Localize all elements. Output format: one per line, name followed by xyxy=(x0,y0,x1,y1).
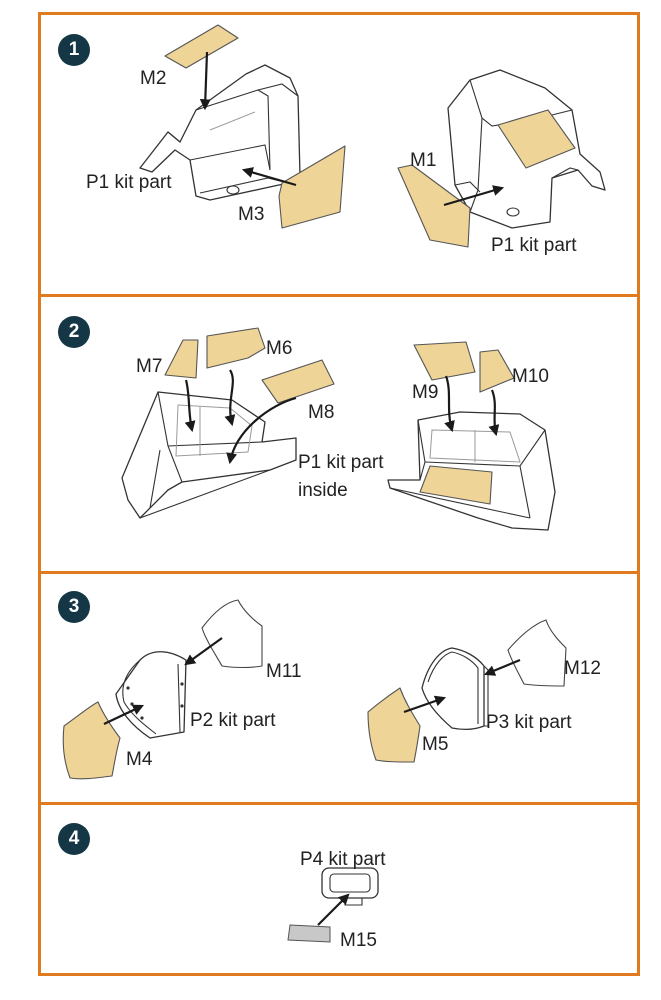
m9-photoetch-sheet xyxy=(413,341,476,381)
label-m10: M10 xyxy=(512,366,549,387)
m10-photoetch-sheet xyxy=(479,349,515,393)
label-p3-kit-part: P3 kit part xyxy=(486,712,572,733)
label-p1-kit-part-inside-line2: inside xyxy=(298,480,348,501)
label-m7: M7 xyxy=(136,356,163,377)
label-m15: M15 xyxy=(340,930,377,951)
p3-kit-part-drawing xyxy=(421,647,489,730)
label-p2-kit-part: P2 kit part xyxy=(190,710,276,731)
label-m9: M9 xyxy=(412,382,439,403)
m11-photoetch-sheet xyxy=(201,599,263,669)
step-4-badge: 4 xyxy=(58,823,90,855)
label-m4: M4 xyxy=(126,749,153,770)
label-m2: M2 xyxy=(140,68,167,89)
m3-photoetch-sheet xyxy=(278,145,346,229)
m12-photoetch-sheet xyxy=(507,619,567,687)
label-m8: M8 xyxy=(308,402,335,423)
m7-photoetch-sheet xyxy=(164,339,199,379)
p4-kit-part-drawing xyxy=(321,867,379,906)
step-2-badge: 2 xyxy=(58,316,90,348)
m1-area-marker xyxy=(497,109,576,169)
label-p1-kit-part-left: P1 kit part xyxy=(86,172,172,193)
m5-photoetch-sheet xyxy=(367,687,421,763)
m4-photoetch-sheet xyxy=(62,701,121,780)
label-p1-kit-part-inside-line1: P1 kit part xyxy=(298,452,384,473)
label-m12: M12 xyxy=(564,658,601,679)
label-p4-kit-part: P4 kit part xyxy=(300,849,386,870)
label-p1-kit-part-right: P1 kit part xyxy=(491,235,577,256)
m6-photoetch-sheet xyxy=(206,327,266,369)
step2-bottom-area-marker xyxy=(419,465,493,505)
m2-photoetch-sheet xyxy=(164,24,239,69)
label-m5: M5 xyxy=(422,734,449,755)
label-m11: M11 xyxy=(266,661,302,682)
step-3-badge: 3 xyxy=(58,591,90,623)
m15-photoetch-sheet xyxy=(287,924,331,943)
label-m3: M3 xyxy=(238,204,265,225)
label-m1: M1 xyxy=(410,150,437,171)
m8-photoetch-sheet xyxy=(261,359,335,404)
m1-photoetch-sheet xyxy=(397,164,471,248)
step-1-badge: 1 xyxy=(58,34,90,66)
p2-kit-part-drawing xyxy=(115,651,187,739)
label-m6: M6 xyxy=(266,338,293,359)
